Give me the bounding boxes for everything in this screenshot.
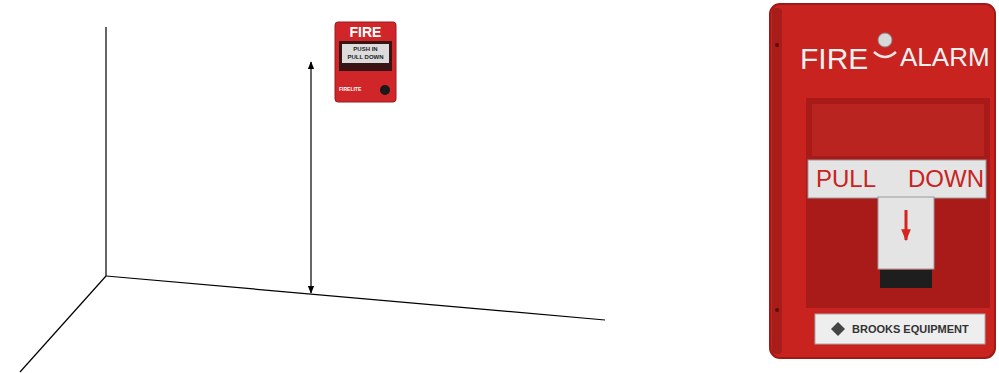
large-alarm-body [770,4,995,358]
wall-corner-line [105,27,106,276]
brand-text: BROOKS EQUIPMENT [852,324,969,335]
alarm-key-icon [874,52,896,57]
floor-edge-line [20,276,106,372]
large-alarm-recess-top [812,104,984,156]
alarm-title: FIRE [800,44,868,74]
handle-text: PULL [816,167,876,191]
pull-arrow [905,210,908,240]
pull-slot [880,270,932,288]
handle-text: PULL DOWN [347,54,383,60]
alarm-key-icon [878,33,892,47]
screw [775,308,779,312]
alarm-title: ALARM [900,44,990,70]
brand-logo [831,322,845,336]
pull-handle-bar [808,160,986,198]
brand-plate [815,314,985,344]
screw [775,43,779,47]
floor-line [106,276,605,320]
brand-text: FIRELITE [339,87,361,92]
height-arrow [310,62,311,293]
large-alarm-side [772,8,782,354]
handle-text: DOWN [908,167,984,191]
small-alarm-lock [380,85,390,95]
small-alarm-handle [342,44,389,63]
alarm-title: FIRE [350,25,382,39]
small-alarm-window [339,41,392,71]
handle-text: PUSH IN [353,46,377,52]
large-alarm-recess [806,98,990,308]
pull-handle-stem [878,197,934,269]
small-alarm-body [335,22,396,102]
